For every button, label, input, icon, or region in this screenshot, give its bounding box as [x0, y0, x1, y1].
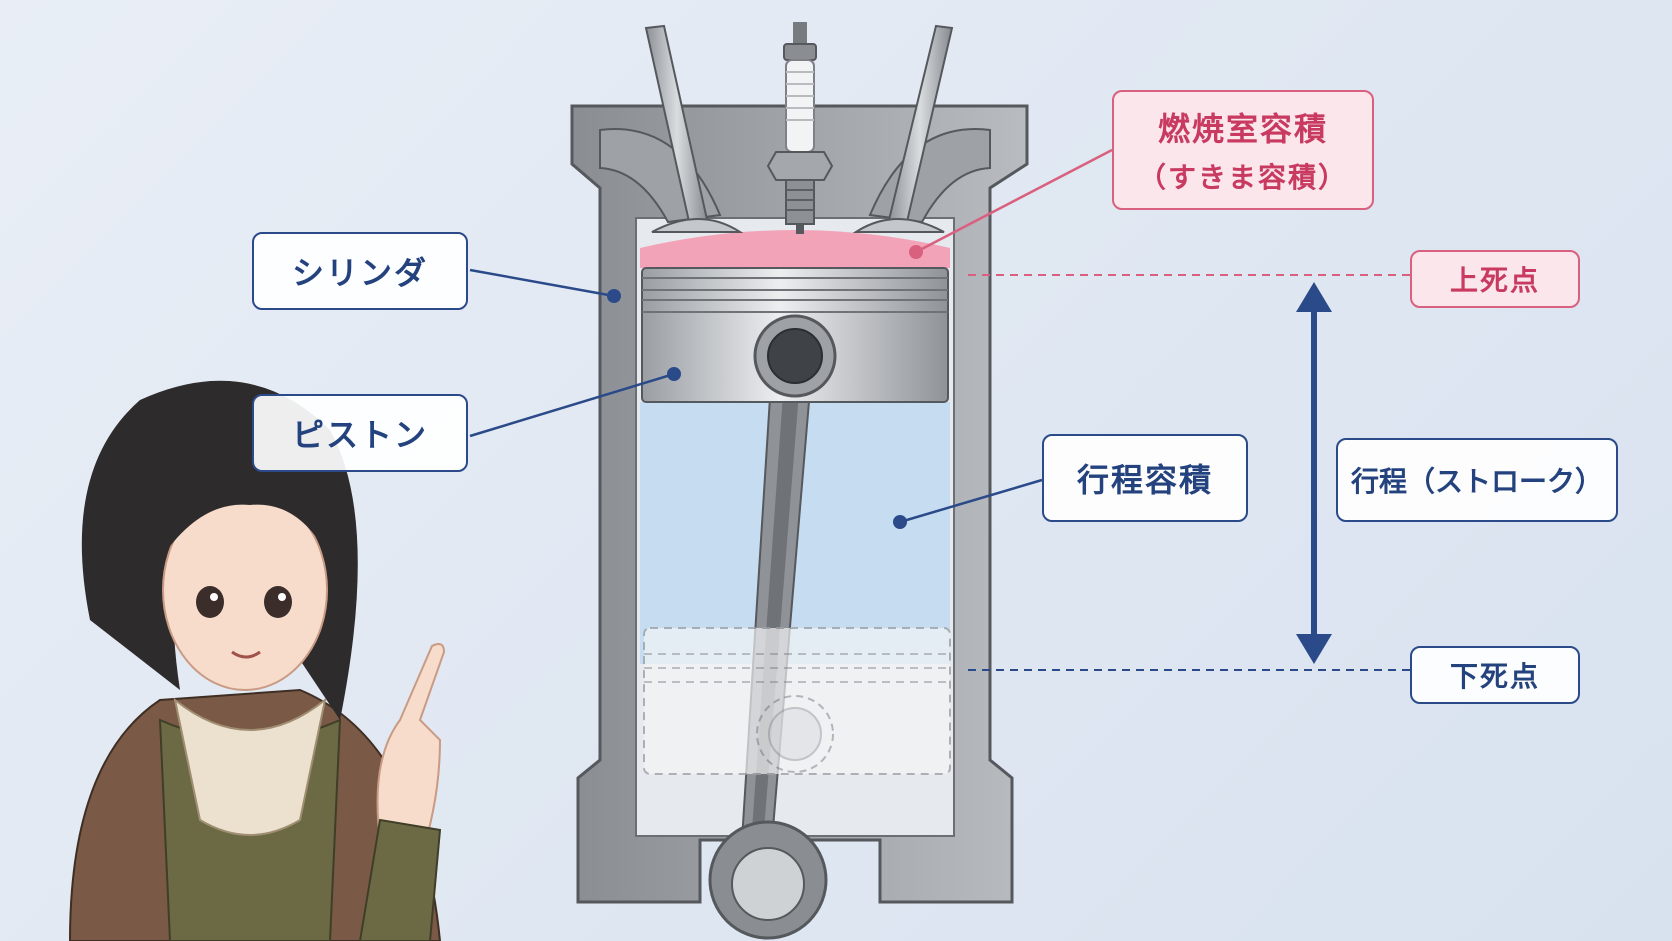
bottom-dead-center-text: 下死点 [1449, 660, 1540, 693]
bottom-dead-center-label: 下死点 [1410, 646, 1580, 704]
cylinder-leader [469, 268, 615, 298]
stroke-volume-label: 行程容積 [1042, 434, 1248, 522]
stroke-label-text: 行程（ストローク） [1350, 465, 1603, 498]
stroke-label: 行程（ストローク） [1336, 438, 1618, 522]
piston-bdc-ghost [643, 627, 951, 775]
combustion-chamber-label: 燃焼室容積 （すきま容積） [1112, 90, 1374, 210]
cylinder-label-text: シリンダ [291, 254, 428, 292]
combustion-leader [915, 148, 1113, 254]
stroke-arrow [1296, 282, 1332, 664]
cylinder-dot [607, 289, 621, 303]
character-illustration [68, 380, 446, 941]
stroke-volume-text: 行程容積 [1076, 461, 1213, 499]
stroke-volume-dot [893, 515, 907, 529]
piston-label: ピストン [252, 394, 468, 472]
combustion-dot [909, 245, 923, 259]
piston-tdc [641, 267, 949, 403]
combustion-chamber-area [640, 230, 950, 268]
piston-dot [667, 367, 681, 381]
stroke-volume-leader [899, 478, 1043, 524]
exhaust-valve [852, 24, 954, 233]
spark-plug [766, 22, 834, 234]
top-dead-center-text: 上死点 [1449, 264, 1540, 297]
combustion-chamber-label-text: 燃焼室容積 [1157, 110, 1328, 148]
crank-pin-bearing [731, 847, 805, 921]
piston-label-text: ピストン [291, 416, 428, 454]
combustion-chamber-sub-label: （すきま容積） [1137, 161, 1348, 194]
cylinder-label: シリンダ [252, 232, 468, 310]
top-dead-center-label: 上死点 [1410, 250, 1580, 308]
piston-leader [469, 372, 675, 438]
intake-valve [644, 24, 744, 233]
